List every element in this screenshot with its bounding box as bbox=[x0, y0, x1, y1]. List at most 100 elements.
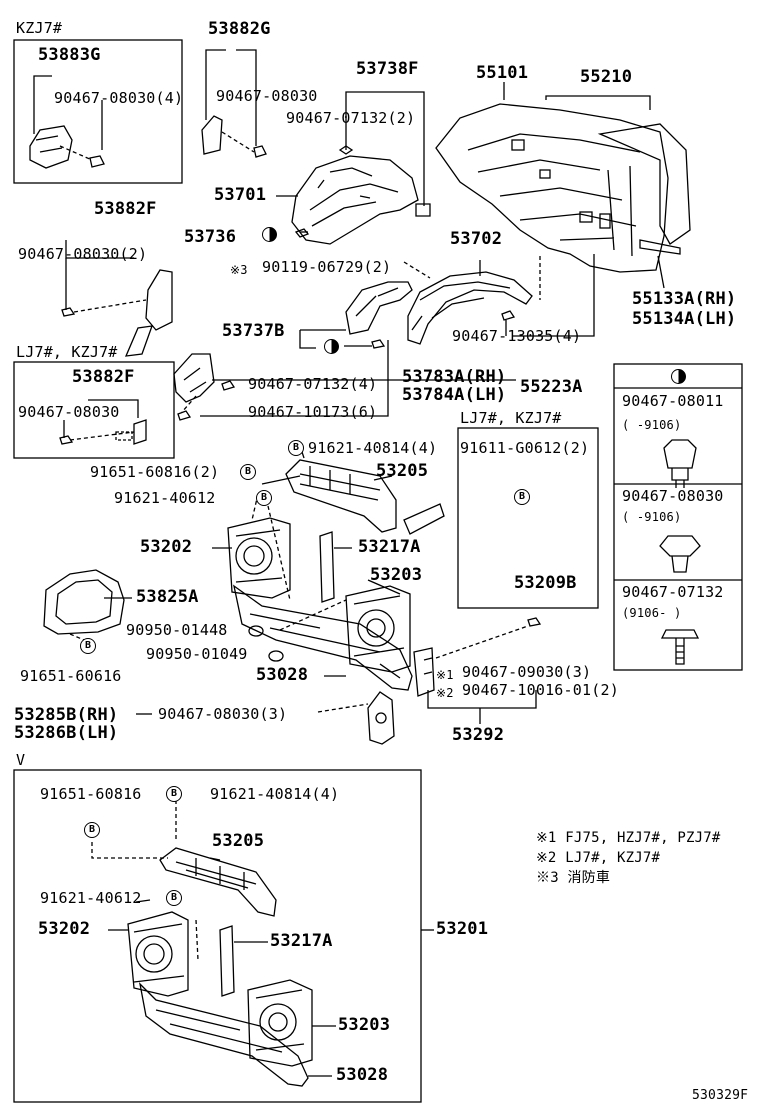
v-label-91621-40814: 91621-40814(4) bbox=[210, 785, 340, 803]
b-mark: B bbox=[166, 786, 182, 802]
legend-part-3: 90467-07132 bbox=[622, 583, 724, 601]
legend-range-1: ( -9106) bbox=[622, 418, 682, 432]
label-53738F-clip: 90467-07132(2) bbox=[286, 109, 416, 127]
b-mark: B bbox=[288, 440, 304, 456]
box-v bbox=[13, 769, 422, 1103]
label-53701: 53701 bbox=[214, 185, 267, 205]
v-part-53028-shape bbox=[138, 982, 309, 1087]
label-53882F-clip: 90467-08030(2) bbox=[18, 245, 148, 263]
label-53825A: 53825A bbox=[136, 587, 199, 607]
box-kzj7 bbox=[13, 39, 183, 184]
label-53882G: 53882G bbox=[208, 19, 271, 39]
label-55134A: 55134A(LH) bbox=[632, 309, 737, 329]
box-title-kzj7: KZJ7# bbox=[16, 19, 63, 37]
label-90950-01049: 90950-01049 bbox=[146, 645, 248, 663]
note-2: ※2 LJ7#, KZJ7# bbox=[536, 850, 661, 866]
note-3: ※3 消防車 bbox=[536, 870, 611, 886]
b-mark: B bbox=[80, 638, 96, 654]
part-53217A-shape bbox=[319, 531, 335, 603]
mark-star1: ※1 bbox=[436, 668, 454, 682]
part-55101-shape bbox=[435, 103, 669, 273]
label-53883G: 53883G bbox=[38, 45, 101, 65]
part-53882F-shape bbox=[145, 269, 173, 331]
box-title-v: V bbox=[16, 751, 26, 769]
label-90467-13035: 90467-13035(4) bbox=[452, 327, 582, 345]
part-53701-shape bbox=[291, 155, 419, 245]
label-53202: 53202 bbox=[140, 537, 193, 557]
label-53286B: 53286B(LH) bbox=[14, 723, 119, 743]
part-53737B-shape bbox=[345, 281, 413, 335]
mark-star3: ※3 bbox=[230, 263, 248, 277]
label-53028: 53028 bbox=[256, 665, 309, 685]
part-53292-shape bbox=[413, 647, 435, 697]
v-label-53217A: 53217A bbox=[270, 931, 333, 951]
label-55101: 55101 bbox=[476, 63, 529, 83]
v-label-53028: 53028 bbox=[336, 1065, 389, 1085]
label-53783A: 53783A(RH) bbox=[402, 367, 507, 387]
part-53883G-shape bbox=[29, 125, 73, 169]
b-mark: B bbox=[240, 464, 256, 480]
part-53028-shape bbox=[233, 584, 413, 691]
label-53292: 53292 bbox=[452, 725, 505, 745]
label-90467-10016: 90467-10016-01(2) bbox=[462, 681, 619, 699]
label-91651-60816-2: 91651-60816(2) bbox=[90, 463, 220, 481]
half-filled-circle-icon bbox=[671, 369, 686, 384]
part-53285B-shape bbox=[367, 691, 395, 745]
v-label-53205: 53205 bbox=[212, 831, 265, 851]
v-label-91621-40612: 91621-40612 bbox=[40, 889, 142, 907]
label-53737B: 53737B bbox=[222, 321, 285, 341]
v-part-53203-shape bbox=[247, 979, 313, 1067]
label-90467-10173: 90467-10173(6) bbox=[248, 403, 378, 421]
label-55210: 55210 bbox=[580, 67, 633, 87]
box-title-lj7-kzj7-right: LJ7#, KZJ7# bbox=[460, 409, 562, 427]
label-91651-60616: 91651-60616 bbox=[20, 667, 122, 685]
half-circle-icon bbox=[262, 227, 277, 242]
part-53203-shape bbox=[345, 585, 411, 673]
v-label-53202: 53202 bbox=[38, 919, 91, 939]
v-part-53217A-shape bbox=[219, 925, 235, 997]
v-label-53203: 53203 bbox=[338, 1015, 391, 1035]
note-1: ※1 FJ75, HZJ7#, PZJ7# bbox=[536, 830, 721, 846]
b-mark: B bbox=[514, 489, 530, 505]
label-53205: 53205 bbox=[376, 461, 429, 481]
box-lj7-kzj7-left bbox=[13, 361, 175, 459]
legend-part-2: 90467-08030 bbox=[622, 487, 724, 505]
v-label-53201: 53201 bbox=[436, 919, 489, 939]
label-box-53882F: 53882F bbox=[72, 367, 135, 387]
label-box-53882F-clip: 90467-08030 bbox=[18, 403, 120, 421]
b-mark: B bbox=[166, 890, 182, 906]
label-90467-08030-3: 90467-08030(3) bbox=[158, 705, 288, 723]
label-53784A: 53784A(LH) bbox=[402, 385, 507, 405]
part-53825A-shape bbox=[43, 569, 125, 635]
v-label-91651: 91651-60816 bbox=[40, 785, 142, 803]
label-53882F: 53882F bbox=[94, 199, 157, 219]
part-53205-shape bbox=[285, 459, 397, 533]
box-lj7-kzj7-right bbox=[457, 427, 599, 609]
clip-shape bbox=[89, 155, 105, 168]
label-91621-40814-4: 91621-40814(4) bbox=[308, 439, 438, 457]
label-91621-40612: 91621-40612 bbox=[114, 489, 216, 507]
label-90950-01448: 90950-01448 bbox=[126, 621, 228, 639]
label-kzj7-clip: 90467-08030(4) bbox=[54, 89, 184, 107]
legend-range-2: ( -9106) bbox=[622, 510, 682, 524]
label-53736: 53736 bbox=[184, 227, 237, 247]
part-53702-shape bbox=[407, 271, 533, 345]
half-circle-icon bbox=[324, 339, 339, 354]
box-title-lj7-kzj7-left: LJ7#, KZJ7# bbox=[16, 343, 118, 361]
mark-star2: ※2 bbox=[436, 686, 454, 700]
label-53702: 53702 bbox=[450, 229, 503, 249]
b-mark: B bbox=[84, 822, 100, 838]
label-53285B: 53285B(RH) bbox=[14, 705, 119, 725]
label-53738F: 53738F bbox=[356, 59, 419, 79]
diagram-code: 530329F bbox=[692, 1088, 749, 1103]
label-90467-09030: 90467-09030(3) bbox=[462, 663, 592, 681]
label-55133A: 55133A(RH) bbox=[632, 289, 737, 309]
label-53203: 53203 bbox=[370, 565, 423, 585]
label-53217A: 53217A bbox=[358, 537, 421, 557]
label-90467-07132-4: 90467-07132(4) bbox=[248, 375, 378, 393]
legend-clip-icons bbox=[659, 439, 701, 665]
legend-table bbox=[613, 363, 743, 671]
label-55223A: 55223A bbox=[520, 377, 583, 397]
legend-range-3: (9106- ) bbox=[622, 606, 682, 620]
